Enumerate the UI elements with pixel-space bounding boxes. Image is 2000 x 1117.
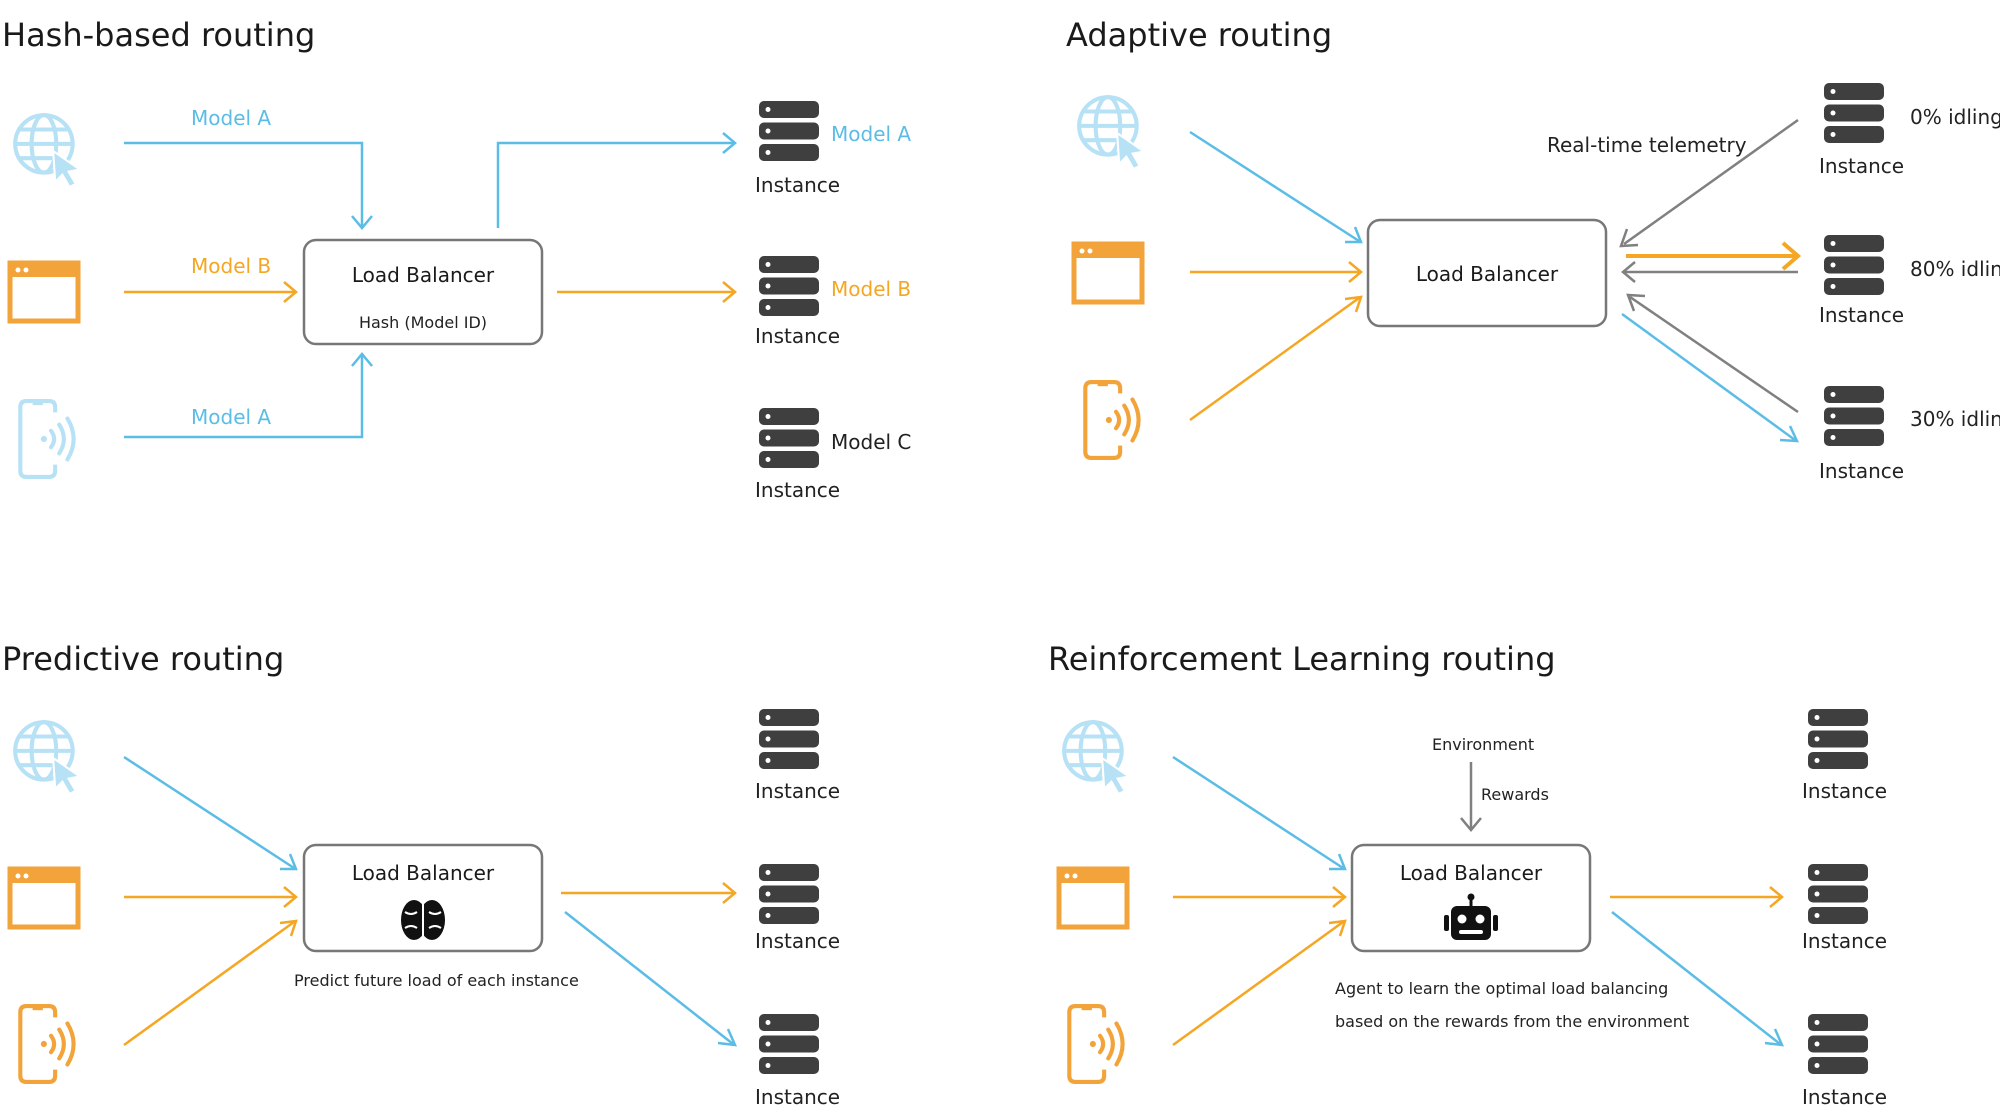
server-stack-icon xyxy=(759,1014,819,1074)
hash-edge-web xyxy=(124,141,364,226)
rl-caption-line-2: based on the rewards from the environmen… xyxy=(1335,1012,1689,1031)
adaptive-load-balancer-label: Load Balancer xyxy=(1416,262,1559,286)
adaptive-instance-2-label: Instance xyxy=(1819,303,1904,327)
robot-icon xyxy=(1444,893,1498,940)
hash-edge-mobile xyxy=(124,356,364,439)
server-stack-icon xyxy=(1824,386,1884,446)
server-stack-icon xyxy=(759,408,819,468)
rl-instance-2-label: Instance xyxy=(1802,929,1887,953)
hash-edge-label-3: Model A xyxy=(191,405,271,429)
hash-instance-1-model: Model A xyxy=(831,122,911,146)
adaptive-load-balancer-box xyxy=(1366,218,1608,328)
adaptive-route-blue xyxy=(1621,312,1796,442)
hash-instance-2-model: Model B xyxy=(831,277,911,301)
predictive-instance-3-label: Instance xyxy=(755,1085,840,1109)
adaptive-telemetry-bottom xyxy=(1629,295,1799,414)
server-stack-icon xyxy=(759,101,819,161)
predictive-load-balancer-box xyxy=(302,843,544,953)
predictive-title: Predictive routing xyxy=(2,640,284,678)
rl-instance-1-label: Instance xyxy=(1802,779,1887,803)
mobile-phone-icon xyxy=(1085,382,1138,458)
server-stack-icon xyxy=(759,256,819,316)
globe-cursor-icon xyxy=(1079,97,1144,169)
predictive-edge-web xyxy=(123,755,295,870)
adaptive-instance-2-status: 80% idling xyxy=(1910,257,2000,281)
rl-instance-3-label: Instance xyxy=(1802,1085,1887,1109)
browser-window-icon xyxy=(10,263,78,321)
adaptive-edge-mobile xyxy=(1189,296,1360,422)
hash-instance-1-label: Instance xyxy=(755,173,840,197)
rl-caption-line-1: Agent to learn the optimal load balancin… xyxy=(1335,979,1668,998)
browser-window-icon xyxy=(10,869,78,927)
brain-icon xyxy=(401,900,445,940)
server-stack-icon xyxy=(759,709,819,769)
adaptive-panel: Adaptive routing Real-time telemetry Loa… xyxy=(1066,16,2000,483)
adaptive-title: Adaptive routing xyxy=(1066,16,1332,54)
adaptive-instance-1-label: Instance xyxy=(1819,154,1904,178)
rl-edge-out-2 xyxy=(1611,911,1781,1045)
hash-panel: Hash-based routing Model A Model B Model… xyxy=(2,16,911,502)
hash-edge-label-1: Model A xyxy=(191,106,271,130)
rl-edge-mobile xyxy=(1172,920,1344,1047)
hash-instance-2-label: Instance xyxy=(755,324,840,348)
server-stack-icon xyxy=(1824,83,1884,143)
browser-window-icon xyxy=(1074,244,1142,302)
hash-load-balancer-box xyxy=(302,238,544,346)
mobile-phone-icon xyxy=(1069,1006,1122,1082)
hash-instance-3-label: Instance xyxy=(755,478,840,502)
server-stack-icon xyxy=(1808,1014,1868,1074)
hash-title: Hash-based routing xyxy=(2,16,315,54)
server-stack-icon xyxy=(1808,864,1868,924)
mobile-phone-icon xyxy=(20,401,73,477)
predictive-edge-mobile xyxy=(123,920,295,1047)
predictive-panel: Predictive routing Load Balancer Predict… xyxy=(2,640,840,1109)
predictive-instance-2-label: Instance xyxy=(755,929,840,953)
adaptive-instance-1-status: 0% idling xyxy=(1910,105,2000,129)
rl-title: Reinforcement Learning routing xyxy=(1048,640,1556,678)
globe-cursor-icon xyxy=(15,722,80,794)
hash-instance-3-model: Model C xyxy=(831,430,911,454)
globe-cursor-icon xyxy=(15,115,80,187)
rl-load-balancer-label: Load Balancer xyxy=(1400,861,1543,885)
browser-window-icon xyxy=(1059,869,1127,927)
adaptive-edge-web xyxy=(1189,130,1360,243)
hash-edge-label-2: Model B xyxy=(191,254,271,278)
server-stack-icon xyxy=(759,864,819,924)
rl-environment-label: Environment xyxy=(1432,735,1534,754)
hash-load-balancer-label: Load Balancer xyxy=(352,263,495,287)
adaptive-telemetry-label: Real-time telemetry xyxy=(1547,133,1747,157)
rl-edge-web xyxy=(1172,755,1344,870)
adaptive-telemetry-top xyxy=(1623,118,1799,246)
predictive-edge-out-2 xyxy=(564,911,734,1045)
hash-balancer-sublabel: Hash (Model ID) xyxy=(359,313,487,332)
server-stack-icon xyxy=(1824,235,1884,295)
mobile-phone-icon xyxy=(20,1006,73,1082)
adaptive-instance-3-label: Instance xyxy=(1819,459,1904,483)
globe-cursor-icon xyxy=(1064,722,1129,794)
rl-panel: Reinforcement Learning routing Environme… xyxy=(1048,640,1887,1109)
hash-edge-out-a xyxy=(496,141,733,228)
rl-rewards-label: Rewards xyxy=(1481,785,1549,804)
predictive-instance-1-label: Instance xyxy=(755,779,840,803)
predictive-load-balancer-label: Load Balancer xyxy=(352,861,495,885)
server-stack-icon xyxy=(1808,709,1868,769)
predictive-caption: Predict future load of each instance xyxy=(294,971,579,990)
adaptive-instance-3-status: 30% idling xyxy=(1910,407,2000,431)
